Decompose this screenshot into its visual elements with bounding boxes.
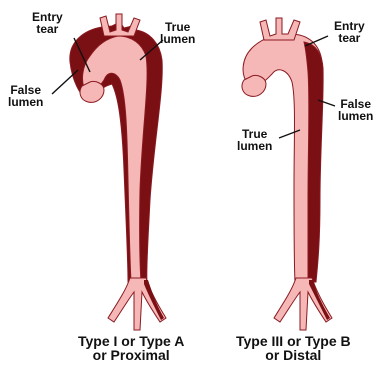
right-true-lumen-label: True lumen: [237, 128, 272, 152]
right-iliac-arteries: [274, 278, 332, 330]
left-iliac-arteries: [108, 278, 166, 330]
left-false-lumen-label: False lumen: [8, 84, 43, 108]
right-caption: Type III or Type B or Distal: [236, 334, 351, 362]
right-entry-tear-label: Entry tear: [334, 20, 365, 44]
left-arch-vessels: [100, 14, 140, 36]
left-false-lumen-pointer: [52, 70, 78, 94]
right-arch-vessels: [260, 18, 300, 40]
left-true-lumen: [83, 36, 148, 282]
right-false-lumen-label: False lumen: [338, 98, 373, 122]
right-aorta: [242, 18, 332, 330]
left-entry-tear-label: Entry tear: [32, 11, 63, 35]
left-caption: Type I or Type A or Proximal: [78, 334, 184, 362]
left-true-lumen-label: True lumen: [160, 21, 195, 45]
